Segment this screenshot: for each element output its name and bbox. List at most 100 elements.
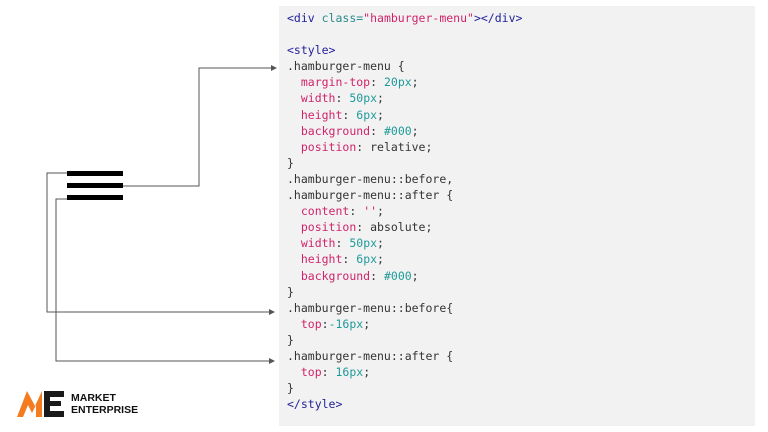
code-token: : bbox=[370, 123, 384, 138]
code-token bbox=[287, 140, 301, 154]
code-token: } bbox=[287, 381, 294, 396]
arrow-to-after bbox=[55, 198, 275, 364]
hamburger-menu-icon bbox=[67, 170, 123, 204]
code-token: height bbox=[300, 252, 343, 267]
code-line: } bbox=[287, 155, 522, 171]
code-token: #000 bbox=[383, 123, 412, 138]
code-token bbox=[287, 236, 301, 250]
code-token: ; bbox=[363, 316, 371, 331]
code-token: ; bbox=[411, 75, 419, 90]
code-token: <div bbox=[287, 11, 322, 25]
code-line bbox=[287, 26, 522, 42]
code-token bbox=[287, 365, 301, 379]
code-block: <div class="hamburger-menu"></div> <style… bbox=[287, 10, 522, 412]
code-token: .hamburger-menu::after { bbox=[287, 188, 454, 203]
code-token: ></div> bbox=[473, 11, 523, 25]
code-token: top bbox=[300, 316, 322, 331]
code-token: .hamburger-menu { bbox=[287, 59, 405, 74]
code-token: margin-top bbox=[300, 75, 371, 90]
arrow-to-hamburger-menu bbox=[123, 65, 277, 187]
code-token: } bbox=[287, 332, 294, 347]
code-token: background bbox=[300, 123, 371, 138]
code-token: } bbox=[287, 155, 294, 170]
code-token: ; bbox=[377, 107, 384, 122]
code-line: </style> bbox=[287, 396, 522, 412]
code-token: : bbox=[370, 75, 384, 90]
code-line: <div class="hamburger-menu"></div> bbox=[287, 10, 522, 26]
logo-line-market: MARKET bbox=[71, 392, 116, 404]
code-line: .hamburger-menu::after { bbox=[287, 348, 522, 364]
code-token: ; bbox=[377, 252, 384, 267]
code-token: background bbox=[300, 268, 371, 283]
code-token: position bbox=[300, 139, 357, 154]
code-token: class= bbox=[321, 11, 364, 25]
code-token: <style> bbox=[287, 43, 336, 58]
code-line: background: #000; bbox=[287, 123, 522, 139]
code-token bbox=[287, 108, 301, 122]
code-line: position: absolute; bbox=[287, 219, 522, 235]
code-token: ; bbox=[411, 123, 419, 138]
code-token: .hamburger-menu::before, bbox=[287, 171, 454, 186]
code-token: : bbox=[335, 236, 350, 251]
code-token: 50px bbox=[349, 236, 378, 251]
code-token: .hamburger-menu::after { bbox=[287, 348, 454, 363]
code-token bbox=[287, 124, 301, 138]
code-token: : relative; bbox=[356, 139, 433, 154]
code-token: ; bbox=[377, 204, 384, 219]
code-token: 50px bbox=[349, 91, 378, 106]
code-token: ; bbox=[363, 365, 371, 380]
code-token bbox=[287, 317, 301, 331]
market-enterprise-logo: MARKET ENTERPRISE bbox=[15, 386, 155, 422]
code-token: 6px bbox=[356, 252, 378, 267]
code-line: background: #000; bbox=[287, 268, 522, 284]
code-panel: <div class="hamburger-menu"></div> <style… bbox=[279, 6, 755, 426]
logo-mark-icon bbox=[17, 391, 64, 417]
code-token: </style> bbox=[287, 397, 343, 412]
logo-line-enterprise: ENTERPRISE bbox=[71, 404, 139, 416]
code-line: .hamburger-menu::before{ bbox=[287, 300, 522, 316]
hamburger-bar-bottom bbox=[67, 195, 123, 200]
code-token: #000 bbox=[383, 268, 412, 283]
code-line: height: 6px; bbox=[287, 107, 522, 123]
code-line: position: relative; bbox=[287, 139, 522, 155]
code-line: top:-16px; bbox=[287, 316, 522, 332]
code-token bbox=[287, 269, 301, 283]
code-line: width: 50px; bbox=[287, 235, 522, 251]
code-token: : bbox=[321, 365, 336, 380]
code-line: } bbox=[287, 284, 522, 300]
code-token: width bbox=[300, 236, 336, 251]
code-token: ; bbox=[377, 236, 384, 251]
code-token: height bbox=[300, 107, 343, 122]
code-token: : absolute; bbox=[356, 220, 433, 235]
code-line: } bbox=[287, 332, 522, 348]
code-line: content: ''; bbox=[287, 203, 522, 219]
code-token: : bbox=[370, 268, 384, 283]
code-token: ; bbox=[377, 91, 384, 106]
code-token: 20px bbox=[383, 75, 412, 90]
code-token: content bbox=[300, 204, 350, 219]
code-token: -16px bbox=[328, 316, 364, 331]
code-token: width bbox=[300, 91, 336, 106]
code-token bbox=[287, 252, 301, 266]
code-token: 6px bbox=[356, 107, 378, 122]
code-line: .hamburger-menu { bbox=[287, 58, 522, 74]
code-token: : bbox=[321, 316, 329, 331]
hamburger-bar-top bbox=[67, 171, 123, 176]
code-token: '' bbox=[363, 204, 378, 219]
code-line: .hamburger-menu::before, bbox=[287, 171, 522, 187]
code-line: } bbox=[287, 380, 522, 396]
code-line: width: 50px; bbox=[287, 90, 522, 106]
code-line: .hamburger-menu::after { bbox=[287, 187, 522, 203]
code-token: : bbox=[349, 204, 364, 219]
code-token: .hamburger-menu::before{ bbox=[287, 300, 454, 315]
code-token: top bbox=[300, 365, 322, 380]
code-token: 16px bbox=[335, 365, 364, 380]
code-token: } bbox=[287, 284, 294, 299]
code-line: margin-top: 20px; bbox=[287, 74, 522, 90]
code-line: top: 16px; bbox=[287, 364, 522, 380]
code-token: : bbox=[335, 91, 350, 106]
code-line: height: 6px; bbox=[287, 251, 522, 267]
code-token: : bbox=[342, 107, 357, 122]
code-token bbox=[287, 220, 301, 234]
hamburger-bar-middle bbox=[67, 183, 123, 188]
